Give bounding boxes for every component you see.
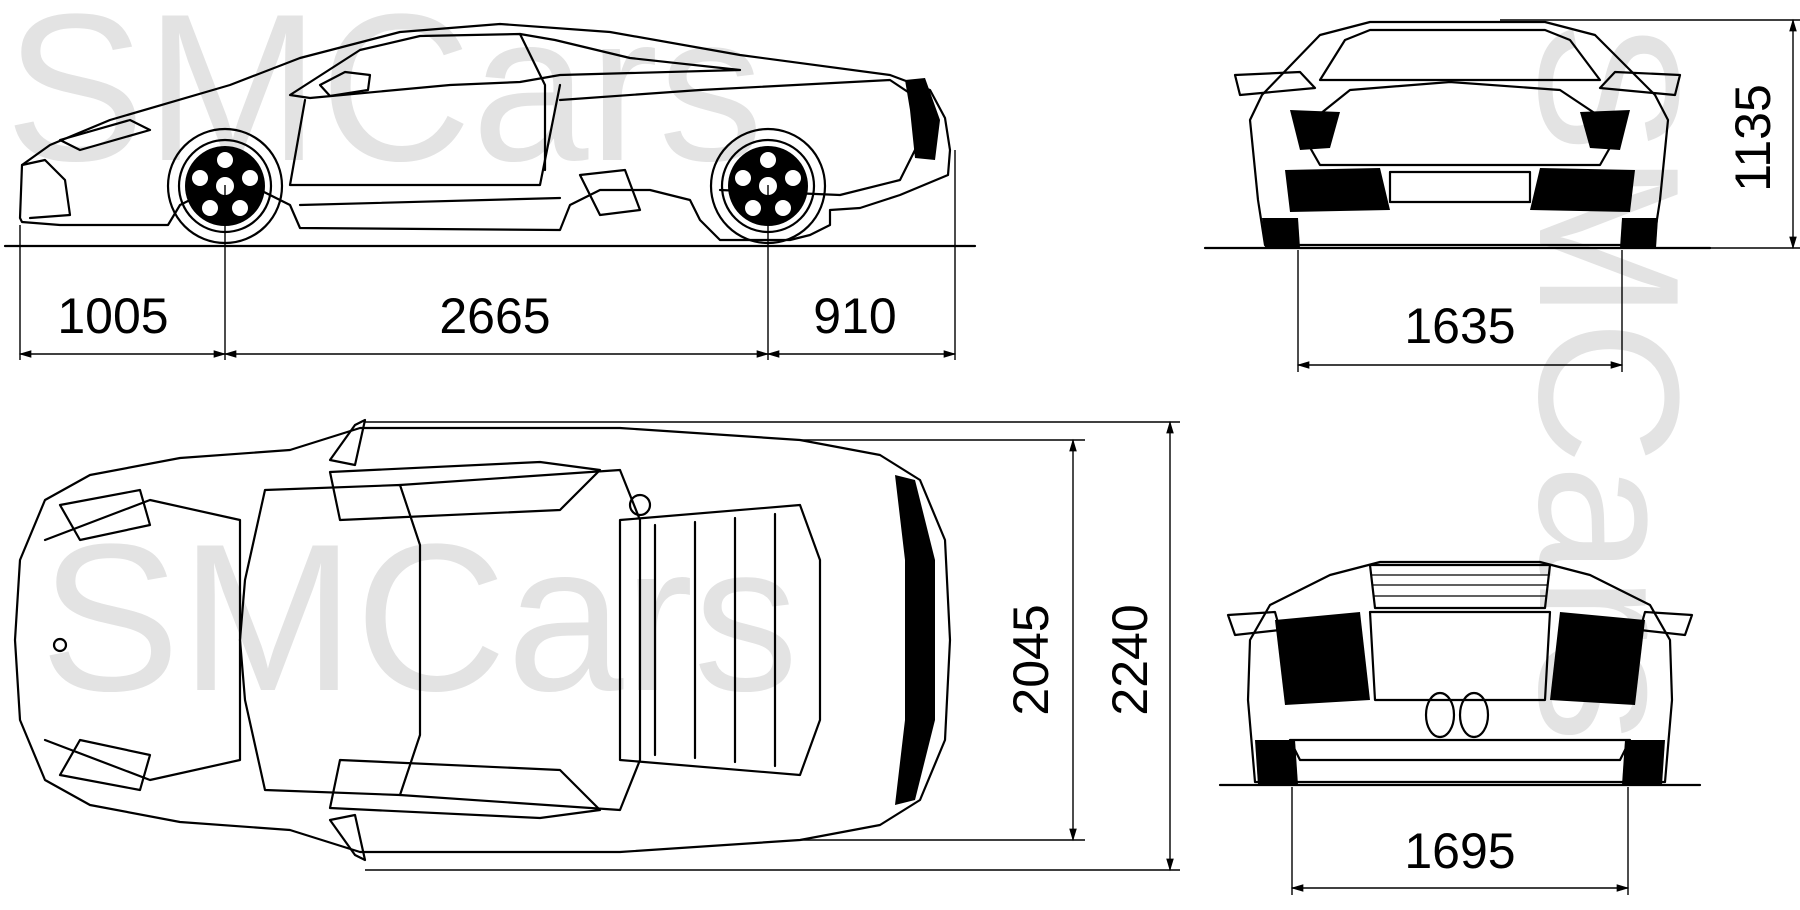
top-roof	[398, 468, 642, 812]
side-mirror	[318, 70, 372, 98]
top-rear-vent	[895, 475, 935, 805]
rear-grille-slats	[1372, 574, 1548, 597]
top-engine-cover	[618, 503, 822, 777]
side-door-line	[288, 83, 562, 187]
dim-rear-track: 1695	[1404, 823, 1515, 879]
rear-view: 1695	[1218, 560, 1702, 895]
side-view: 1005 2665 910	[3, 22, 977, 360]
rear-tire-right	[1622, 740, 1665, 785]
dim-width-mirrors: 2240	[1102, 604, 1158, 715]
rear-vent-left	[1275, 612, 1370, 705]
dim-height: 1135	[1725, 84, 1781, 192]
front-mirror-left	[1233, 70, 1317, 97]
dim-width-body: 2045	[1003, 604, 1059, 715]
rear-engine-grille	[1368, 563, 1552, 610]
rear-center-panel	[1368, 610, 1552, 702]
front-tire-left	[1262, 218, 1300, 248]
top-view: 2045 2240	[13, 418, 1180, 872]
side-sill	[298, 196, 562, 207]
side-window	[288, 32, 742, 100]
front-hood	[1298, 80, 1622, 167]
dim-front-track: 1635	[1404, 298, 1515, 354]
front-windshield	[1318, 28, 1602, 82]
front-headlight-right	[1580, 110, 1630, 150]
front-body-outline	[1248, 20, 1670, 247]
front-plate	[1388, 170, 1532, 204]
top-mirror-left	[328, 418, 367, 467]
side-intake	[578, 168, 642, 217]
side-rear-vent	[905, 78, 940, 160]
top-side-glass-left	[328, 460, 602, 522]
watermark-side: SMCars	[5, 0, 763, 205]
rear-diffuser	[1288, 738, 1632, 762]
front-view: 1635 1135	[1203, 18, 1800, 372]
top-headlight-left	[58, 488, 152, 542]
front-headlight-left	[1290, 110, 1340, 150]
side-door-pillar	[518, 32, 547, 172]
top-fuel-cap	[628, 493, 652, 517]
side-front-bumper	[20, 158, 72, 220]
top-headlight-right	[58, 738, 152, 792]
rear-exhaust	[1424, 691, 1490, 739]
watermarks: SMCars SMCars SMCars	[5, 0, 1720, 742]
top-badge	[52, 637, 68, 653]
side-headlight	[58, 118, 152, 152]
rear-body-outline	[1246, 560, 1674, 784]
front-tire-right	[1620, 218, 1658, 248]
top-engine-louvres	[653, 512, 777, 768]
dim-wheelbase: 2665	[439, 288, 550, 344]
top-body-outline	[13, 426, 952, 854]
top-mirror-right	[328, 813, 367, 862]
top-side-glass-right	[328, 758, 602, 820]
dim-rear-overhang: 910	[813, 288, 896, 344]
rear-vent-right	[1550, 612, 1645, 705]
front-intake	[1285, 168, 1635, 212]
front-mirror-right	[1598, 70, 1682, 97]
rear-tire-left	[1255, 740, 1298, 785]
top-front-hood	[43, 498, 242, 782]
dim-front-overhang: 1005	[57, 288, 168, 344]
